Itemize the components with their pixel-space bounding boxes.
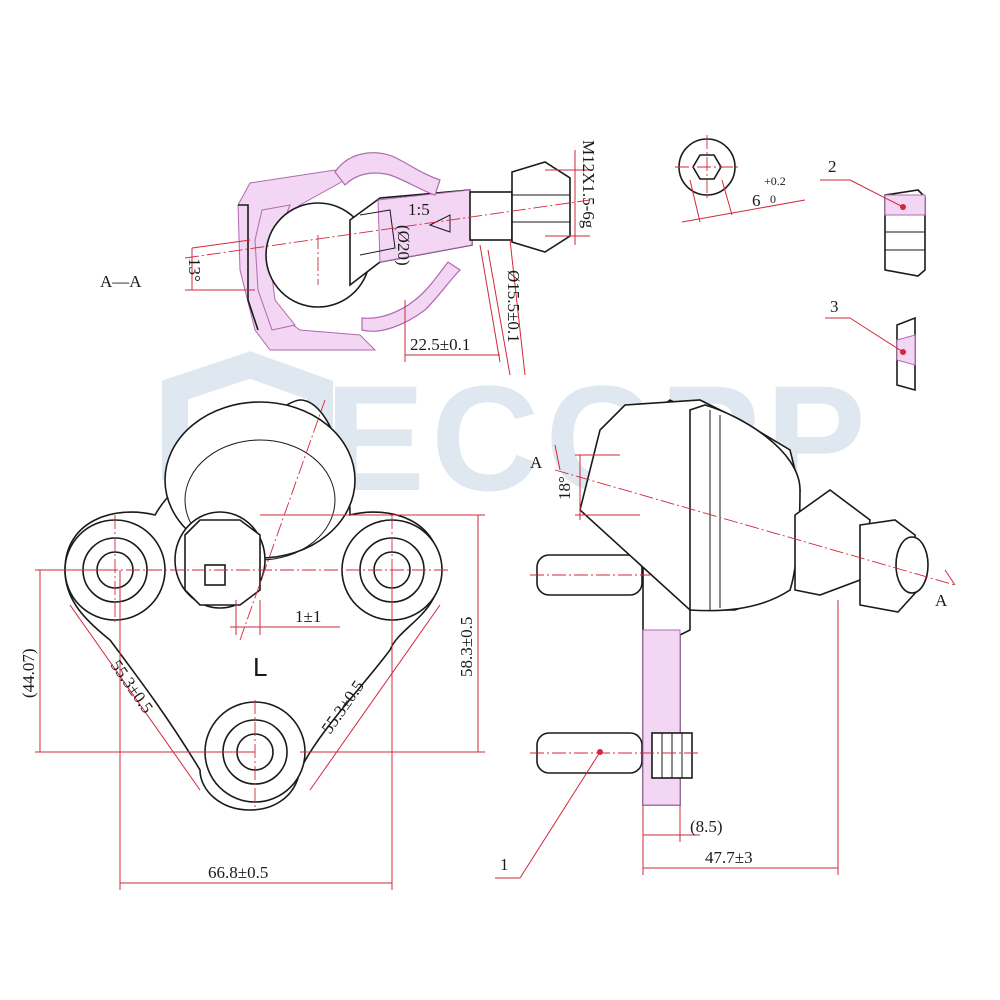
overall-dim-label: 47.7±3 [705, 848, 753, 867]
hex-size-label: 6 [752, 191, 761, 210]
front-hex-socket [204, 564, 226, 586]
side-stud-end [895, 536, 929, 594]
hex-tol-upper: +0.2 [764, 174, 786, 188]
height-ref-label: (44.07) [19, 648, 38, 698]
front-view: (44.07) 58.3±0.5 66.8±0.5 55.3±0.5 55.3±… [19, 399, 485, 890]
height-label: 58.3±0.5 [457, 617, 476, 677]
flange-dim-label: (8.5) [690, 817, 723, 836]
section-angle-label: 13° [185, 258, 204, 282]
pin-hatch [896, 334, 916, 366]
cut-marker-top: A [530, 453, 543, 472]
part-nut: 2 [820, 157, 926, 277]
section-label: A—A [100, 272, 142, 291]
part-3-label: 3 [830, 297, 839, 316]
section-length-label: 22.5±0.1 [410, 335, 470, 354]
hex-socket-detail: 6 +0.2 0 [675, 135, 806, 223]
ball-diameter-label: (Ø20) [394, 225, 413, 266]
offset-label: 1±1 [295, 607, 321, 626]
part-pin: 3 [825, 297, 916, 392]
part-2-label: 2 [828, 157, 837, 176]
side-marker: L [253, 652, 267, 682]
dust-boot-top [334, 152, 441, 196]
side-angle-label: 18° [555, 476, 574, 500]
section-view: 13° 1:5 (Ø20) M12X1.5-6g Ø15.5±0.1 22.5±… [100, 140, 598, 376]
cut-marker-bottom: A [935, 591, 948, 610]
front-nut [184, 519, 261, 606]
side-view: A A 18° 1 (8.5) 47.7±3 [495, 399, 956, 879]
thread-spec-label: M12X1.5-6g [579, 140, 598, 229]
stud-diameter-label: Ø15.5±0.1 [504, 270, 523, 343]
taper-ratio-label: 1:5 [408, 200, 430, 219]
hex-tol-lower: 0 [770, 192, 776, 206]
stud-taper-hatch [377, 189, 473, 263]
dust-boot-bottom [361, 261, 461, 332]
width-label: 66.8±0.5 [208, 863, 268, 882]
part-1-label: 1 [500, 855, 509, 874]
